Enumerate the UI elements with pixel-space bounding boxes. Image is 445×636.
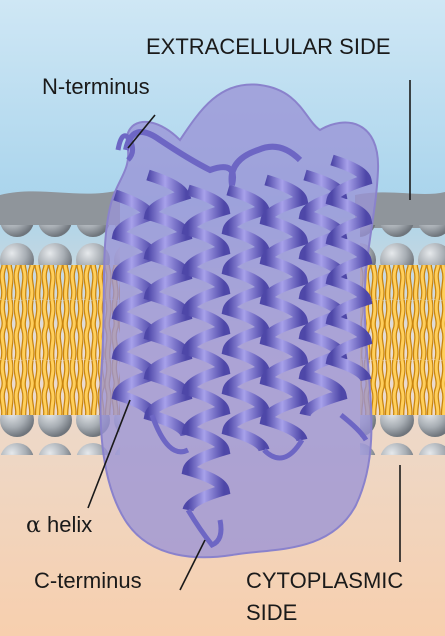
alpha-symbol: α: [26, 513, 41, 538]
cytoplasmic-label-line1: CYTOPLASMIC: [246, 568, 403, 593]
alpha-helix-label: α helix: [26, 512, 92, 538]
extracellular-side-label: EXTRACELLULAR SIDE: [146, 34, 391, 59]
c-terminus-label: C-terminus: [34, 568, 142, 593]
lipid-bilayer-right: [360, 225, 445, 455]
n-terminus-label: N-terminus: [42, 74, 150, 99]
cytoplasmic-label-line2: SIDE: [246, 600, 297, 625]
helix-word: helix: [47, 512, 92, 537]
